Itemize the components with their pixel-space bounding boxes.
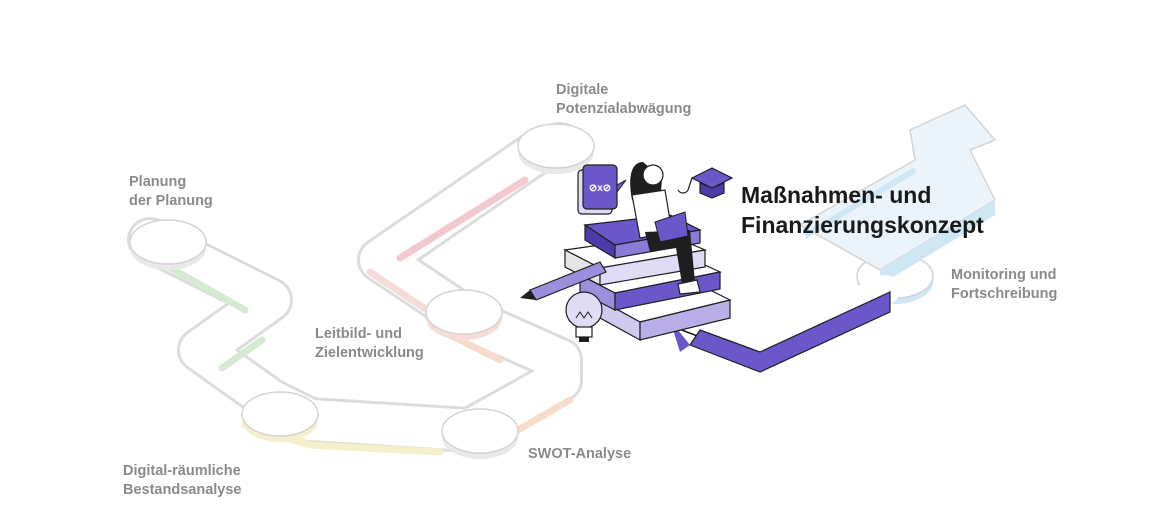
step-label-monitoring: Monitoring und Fortschreibung bbox=[951, 267, 1058, 302]
node-planung bbox=[129, 219, 207, 270]
segment-planung-2 bbox=[218, 336, 266, 372]
step-label-bestand: Digital-räumliche Bestandsanalyse bbox=[123, 463, 242, 498]
segment-planung bbox=[156, 258, 249, 314]
road-top bbox=[130, 125, 580, 450]
segment-potenzial bbox=[396, 176, 529, 262]
step-nodes bbox=[129, 123, 934, 459]
pencil-icon bbox=[520, 261, 607, 301]
person-figure bbox=[630, 162, 701, 295]
step-label-leitbild: Leitbild- und Zielentwicklung bbox=[315, 326, 424, 361]
step-label-planung: Planung der Planung bbox=[129, 174, 213, 209]
lightbulb-icon bbox=[565, 291, 603, 342]
bubble-symbols: ⊘x⊘ bbox=[589, 183, 611, 194]
segment-leitbild-2 bbox=[366, 268, 434, 316]
speech-bubble-icon: ⊘x⊘ bbox=[577, 164, 627, 215]
path-segments bbox=[127, 122, 583, 456]
node-leitbild bbox=[425, 289, 503, 340]
node-potenzial bbox=[517, 123, 595, 174]
node-swot bbox=[441, 408, 519, 459]
step-label-swot: SWOT-Analyse bbox=[528, 446, 632, 462]
arrow-up-icon bbox=[798, 104, 997, 285]
node-bestand bbox=[241, 391, 319, 442]
step-label-potenzial: Digitale Potenzialabwägung bbox=[556, 82, 692, 117]
graduation-cap-icon bbox=[677, 167, 734, 199]
step-label-massnahmen-active: Maßnahmen- und Finanzierungskonzept bbox=[741, 182, 984, 238]
